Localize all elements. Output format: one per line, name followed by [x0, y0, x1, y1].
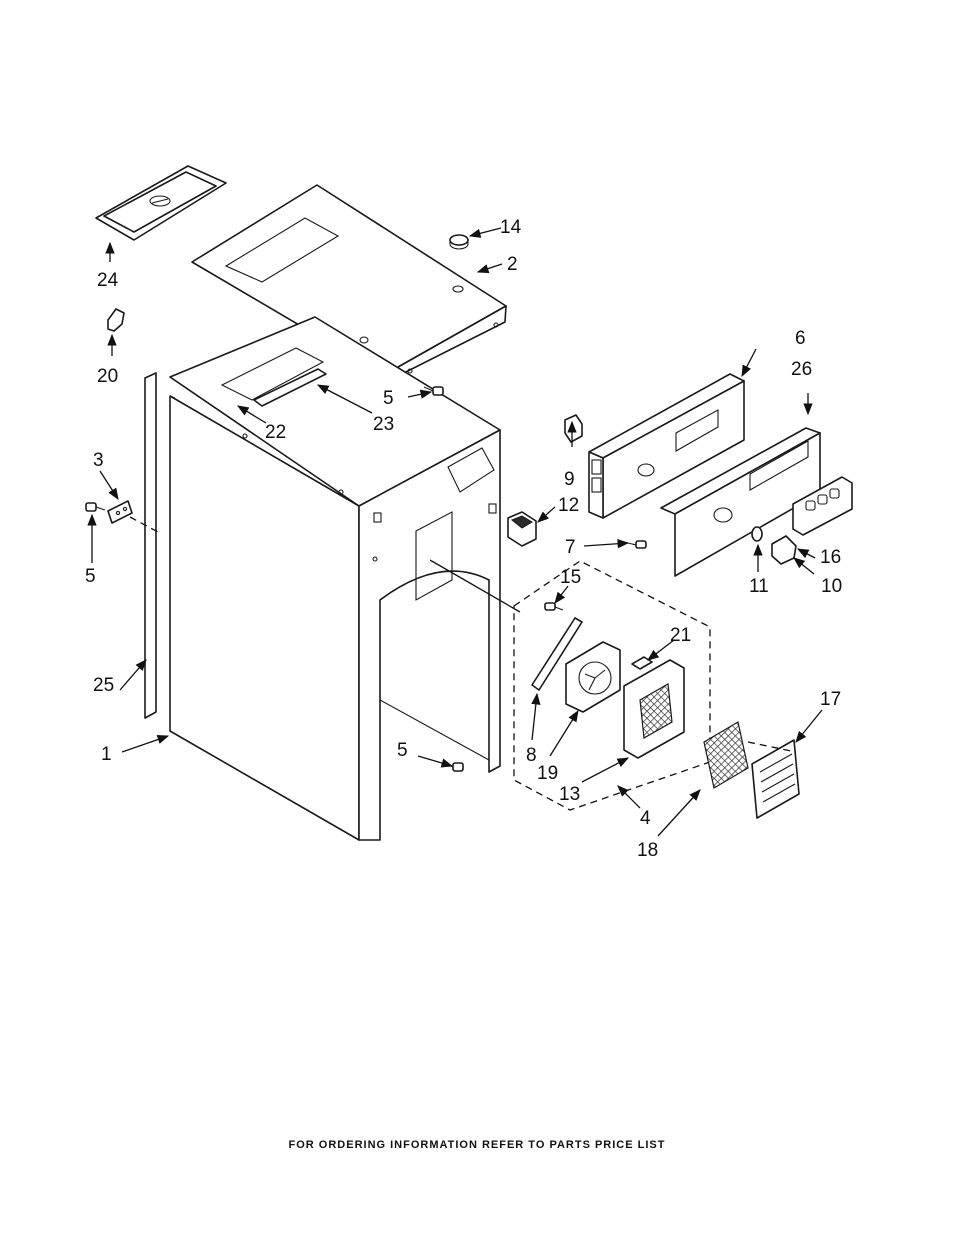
label-7: 7: [565, 537, 576, 558]
part-6-control-panel: [588, 373, 745, 519]
footer-note: FOR ORDERING INFORMATION REFER TO PARTS …: [288, 1139, 666, 1151]
label-1: 1: [101, 744, 112, 765]
alignment-line-filter: [747, 741, 797, 753]
part-10-knob: [771, 535, 797, 565]
label-18: 18: [637, 840, 658, 861]
label-5-left: 5: [85, 566, 96, 587]
label-4: 4: [640, 808, 651, 829]
part-17-grille: [751, 739, 800, 819]
label-23: 23: [373, 414, 394, 435]
part-1-cabinet: [169, 316, 501, 841]
label-12: 12: [558, 495, 579, 516]
label-5-bottom: 5: [397, 740, 408, 761]
part-23-gasket-strip: [253, 368, 327, 407]
label-11: 11: [749, 576, 769, 597]
part-14-bumper: [449, 234, 469, 250]
label-24: 24: [97, 270, 119, 291]
part-24-cover-plate: [95, 165, 227, 241]
part-5-screw-left: [85, 502, 106, 512]
part-18-filter: [703, 721, 749, 789]
label-3: 3: [93, 450, 104, 471]
part-19-fan: [565, 641, 621, 713]
label-10: 10: [821, 576, 842, 597]
part-9-switch: [564, 414, 583, 443]
label-17: 17: [820, 689, 841, 710]
part-12-rocker-switch: [507, 511, 537, 547]
label-13: 13: [559, 784, 580, 805]
label-26: 26: [791, 359, 812, 380]
part-7-screw: [627, 540, 647, 549]
part-3-bracket: [107, 500, 133, 524]
part-15-screw: [544, 602, 564, 611]
part-25-side-trim: [144, 372, 157, 719]
leader-lines: [87, 227, 823, 837]
part-13-fan-housing: [623, 659, 685, 759]
part-21-clip: [631, 656, 653, 670]
label-22: 22: [265, 422, 286, 443]
label-25: 25: [93, 675, 114, 696]
callout-labels: 24 20 14 2 6 26 5 23 22 3 5 9 12 7 16 15…: [85, 217, 842, 861]
label-16: 16: [820, 547, 841, 568]
label-5-top: 5: [383, 388, 394, 409]
label-15: 15: [560, 567, 581, 588]
label-19: 19: [537, 763, 558, 784]
part-20-clip: [107, 308, 125, 332]
label-8: 8: [526, 745, 537, 766]
label-9: 9: [564, 469, 575, 490]
part-16-button-panel: [792, 476, 853, 536]
label-6: 6: [795, 328, 806, 349]
alignment-line-bracket: [129, 516, 159, 533]
part-11-knob-washer: [751, 526, 763, 542]
label-20: 20: [97, 366, 118, 387]
label-2: 2: [507, 254, 518, 275]
label-21: 21: [670, 625, 691, 646]
label-14: 14: [500, 217, 522, 238]
part-8-mounting-bar: [531, 617, 583, 691]
